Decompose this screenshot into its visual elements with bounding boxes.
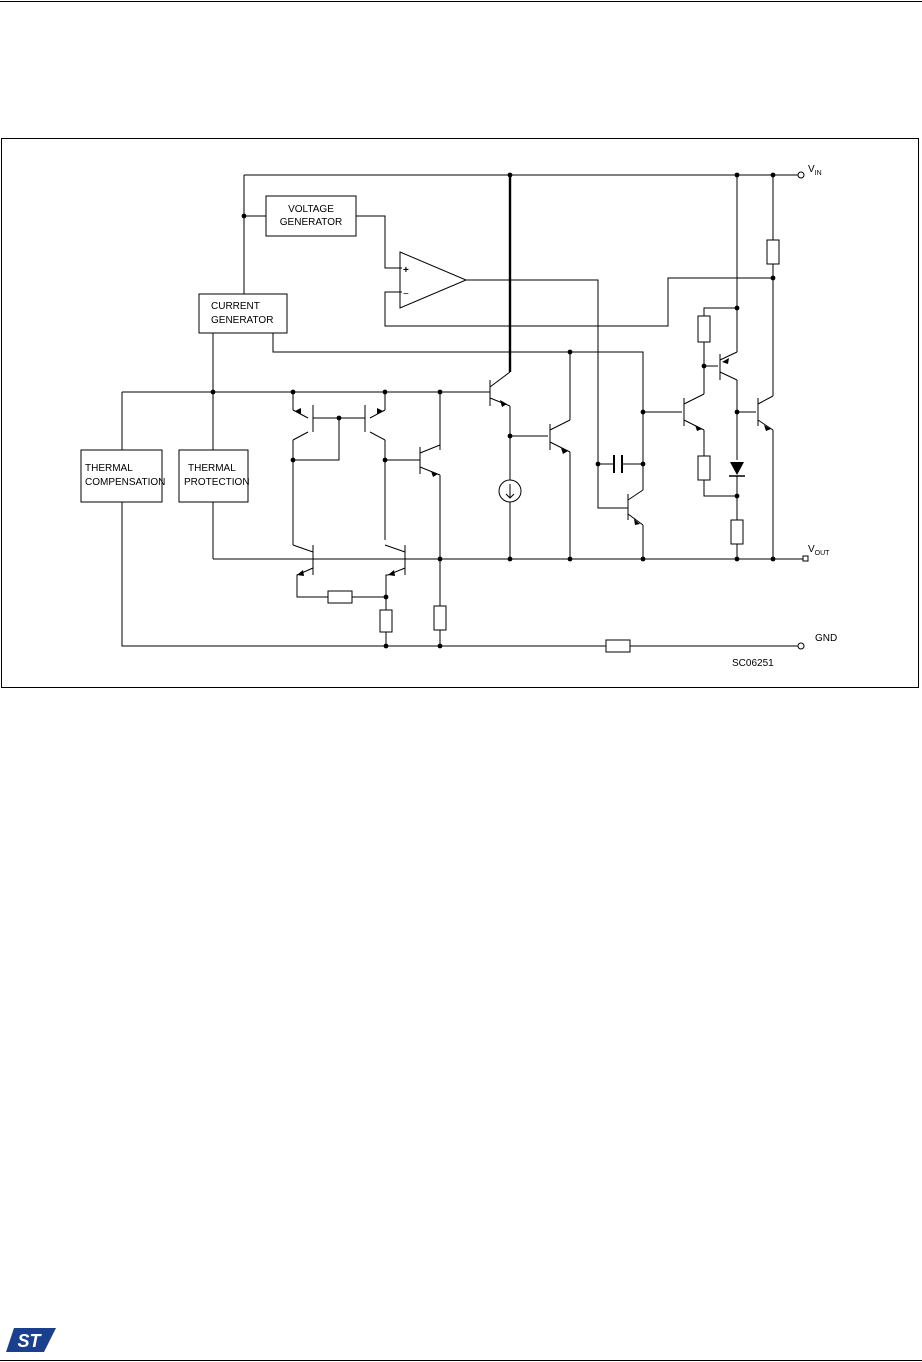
thermal-protection-block — [178, 449, 249, 503]
vin-label: VIN — [808, 164, 822, 177]
error-amplifier — [399, 251, 468, 309]
diagram-frame — [1, 138, 919, 688]
opamp-minus: − — [403, 289, 409, 300]
opamp-plus: + — [403, 265, 409, 276]
header-rule — [0, 1, 922, 2]
current-generator-line1: CURRENT — [211, 301, 260, 312]
st-logo-text: ST — [17, 1331, 42, 1351]
st-logo: ST — [6, 1328, 56, 1352]
voltage-generator-line1: VOLTAGE — [288, 204, 334, 215]
voltage-generator-line2: GENERATOR — [280, 217, 342, 228]
thermal-protection-line1: THERMAL — [188, 463, 236, 474]
current-generator-block — [198, 293, 288, 334]
vout-label: VOUT — [808, 544, 830, 557]
current-generator-line2: GENERATOR — [211, 315, 273, 326]
drawing-code: SC06251 — [732, 658, 774, 669]
thermal-compensation-block — [80, 449, 163, 503]
thermal-protection-line2: PROTECTION — [184, 477, 250, 488]
thermal-compensation-line2: COMPENSATION — [85, 477, 165, 488]
voltage-generator-block — [265, 195, 357, 237]
footer-rule — [0, 1360, 922, 1361]
thermal-compensation-line1: THERMAL — [85, 463, 133, 474]
gnd-label: GND — [815, 633, 837, 644]
